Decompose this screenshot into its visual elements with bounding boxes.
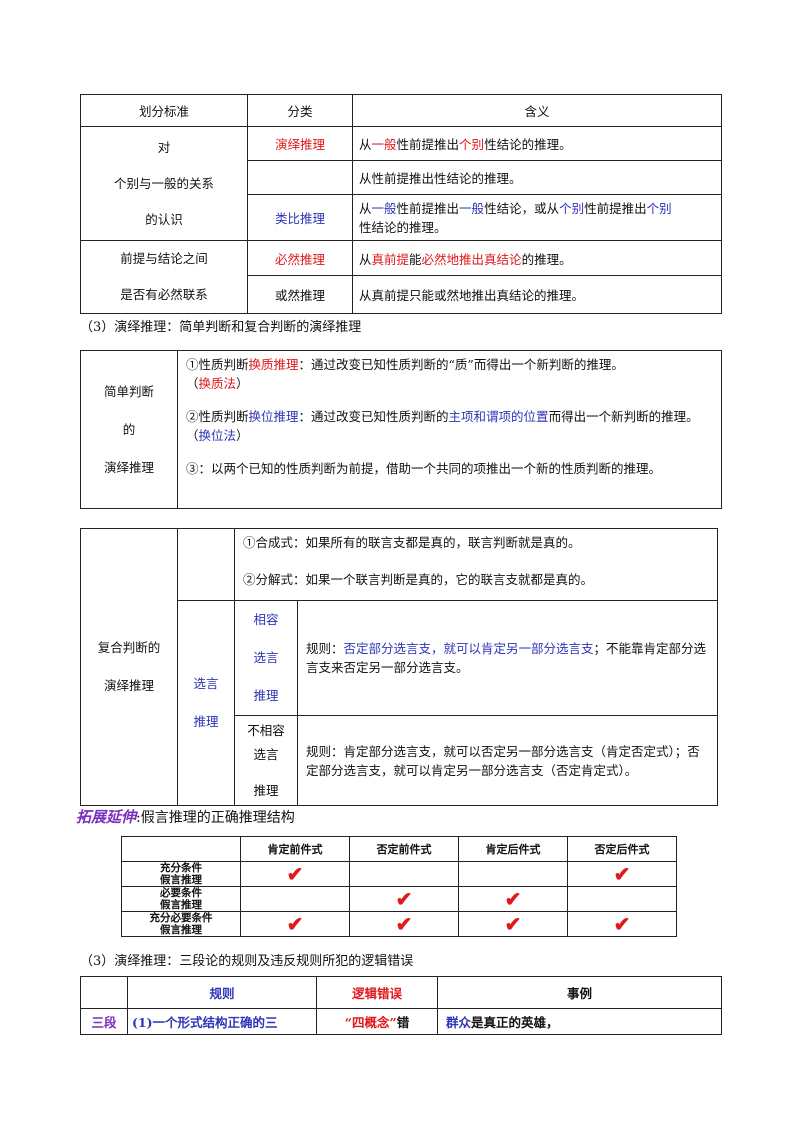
hyp-cell bbox=[458, 861, 568, 887]
hyp-cell bbox=[567, 886, 677, 912]
syl-header-example: 事例 bbox=[437, 976, 722, 1009]
hyp-cell: ✔ bbox=[458, 886, 568, 912]
header-category: 分类 bbox=[247, 94, 353, 127]
check-icon: ✔ bbox=[504, 887, 522, 911]
item-conversion: ②性质判断换位推理：通过改变已知性质判断的主项和谓项的位置而得出一个新判断的推理… bbox=[186, 409, 699, 443]
extension-heading: 拓展延伸:假言推理的正确推理结构 bbox=[76, 808, 295, 826]
hyp-cell: ✔ bbox=[240, 911, 350, 937]
extension-title: 假言推理的正确推理结构 bbox=[140, 810, 295, 826]
hyp-row-label: 充分条件假言推理 bbox=[121, 861, 241, 887]
incompatible-rule: 规则：肯定部分选言支，就可以否定另一部分选言支（肯定否定式）；否定部分选言支，就… bbox=[297, 715, 718, 806]
meaning-inductive: 从性前提推出性结论的推理。 bbox=[352, 160, 722, 195]
check-icon: ✔ bbox=[395, 912, 413, 936]
type-necessary: 必然推理 bbox=[247, 239, 353, 277]
syllogism-rules-table: 规则 逻辑错误 事例 三段 (1)一个形式结构正确的三 “四概念”错 群众是真正… bbox=[80, 976, 722, 1035]
hyp-cell: ✔ bbox=[240, 861, 350, 887]
syl-row-error: “四概念”错 bbox=[316, 1008, 438, 1035]
type-probable: 或然推理 bbox=[247, 275, 353, 314]
hyp-cell: ✔ bbox=[567, 911, 677, 937]
syl-header-rule: 规则 bbox=[127, 976, 317, 1009]
check-icon: ✔ bbox=[395, 887, 413, 911]
compatible-label: 相容 选言 推理 bbox=[234, 600, 298, 716]
hyp-cell: ✔ bbox=[458, 911, 568, 937]
hyp-row-label: 充分必要条件假言推理 bbox=[121, 911, 241, 937]
type-deductive: 演绎推理 bbox=[247, 126, 353, 161]
section-title-syllogism: （3）演绎推理：三段论的规则及违反规则所犯的逻辑错误 bbox=[80, 954, 414, 969]
meaning-probable: 从真前提只能或然地推出真结论的推理。 bbox=[352, 275, 722, 314]
syl-header-empty bbox=[80, 976, 128, 1009]
check-icon: ✔ bbox=[286, 912, 304, 936]
check-icon: ✔ bbox=[504, 912, 522, 936]
disjunctive-label: 选言 推理 bbox=[177, 600, 235, 806]
hyp-header-deny-antecedent: 否定前件式 bbox=[349, 836, 459, 862]
hyp-cell: ✔ bbox=[349, 886, 459, 912]
syl-header-error: 逻辑错误 bbox=[316, 976, 438, 1009]
incompatible-label: 不相容 选言 推理 bbox=[234, 715, 298, 806]
classification-table: 划分标准 分类 含义 对 个别与一般的关系 的认识 演绎推理 从一般性前提推出个… bbox=[80, 94, 722, 314]
criterion-necessity: 前提与结论之间 是否有必然联系 bbox=[80, 240, 248, 314]
hyp-row-sufficient: 充分条件假言推理 ✔ ✔ bbox=[121, 861, 677, 887]
hyp-cell bbox=[349, 861, 459, 887]
type-empty bbox=[247, 160, 353, 195]
hypothetical-inference-table: 肯定前件式 否定前件式 肯定后件式 否定后件式 充分条件假言推理 ✔ ✔ 必要条… bbox=[121, 836, 677, 937]
meaning-analogy: 从一般性前提推出一般性结论，或从个别性前提推出个别性结论的推理。 bbox=[352, 194, 722, 241]
hyp-header-deny-consequent: 否定后件式 bbox=[567, 836, 677, 862]
section-title-simple-compound: （3）演绎推理：简单判断和复合判断的演绎推理 bbox=[80, 320, 362, 335]
extension-tag: 拓展延伸 bbox=[76, 808, 137, 826]
header-meaning: 含义 bbox=[352, 94, 722, 127]
simple-judgment-content: ①性质判断换质推理：通过改变已知性质判断的“质”而得出一个新判断的推理。 （换质… bbox=[177, 350, 722, 509]
meaning-necessary: 从真前提能必然地推出真结论的推理。 bbox=[352, 239, 722, 277]
check-icon: ✔ bbox=[286, 862, 304, 886]
type-analogy: 类比推理 bbox=[247, 194, 353, 241]
compound-judgment-label: 复合判断的 演绎推理 bbox=[80, 528, 178, 806]
compound-judgment-table: 复合判断的 演绎推理 ①合成式：如果所有的联言支都是真的，联言判断就是真的。 ②… bbox=[80, 528, 718, 806]
simple-judgment-table: 简单判断 的 演绎推理 ①性质判断换质推理：通过改变已知性质判断的“质”而得出一… bbox=[80, 350, 722, 509]
meaning-deductive: 从一般性前提推出个别性结论的推理。 bbox=[352, 126, 722, 161]
header-criterion: 划分标准 bbox=[80, 94, 248, 127]
conjunctive-rules: ①合成式：如果所有的联言支都是真的，联言判断就是真的。 ②分解式：如果一个联言判… bbox=[234, 528, 718, 601]
hyp-cell: ✔ bbox=[349, 911, 459, 937]
hyp-cell: ✔ bbox=[567, 861, 677, 887]
item-syllogism: ③：以两个已知的性质判断为前提，借助一个共同的项推出一个新的性质判断的推理。 bbox=[186, 461, 662, 476]
hyp-header-affirm-consequent: 肯定后件式 bbox=[458, 836, 568, 862]
check-icon: ✔ bbox=[613, 862, 631, 886]
hyp-header-empty bbox=[121, 836, 241, 862]
hyp-row-necessary: 必要条件假言推理 ✔ ✔ bbox=[121, 886, 677, 912]
compatible-rule: 规则：否定部分选言支，就可以肯定另一部分选言支；不能靠肯定部分选言支来否定另一部… bbox=[297, 600, 718, 716]
hyp-header-affirm-antecedent: 肯定前件式 bbox=[240, 836, 350, 862]
hyp-cell bbox=[240, 886, 350, 912]
hyp-row-sufficient-necessary: 充分必要条件假言推理 ✔ ✔ ✔ ✔ bbox=[121, 911, 677, 937]
criterion-individual-general: 对 个别与一般的关系 的认识 bbox=[80, 126, 248, 241]
check-icon: ✔ bbox=[613, 912, 631, 936]
syl-row-example: 群众是真正的英雄， bbox=[437, 1008, 722, 1035]
conjunctive-empty bbox=[177, 528, 235, 601]
simple-judgment-label: 简单判断 的 演绎推理 bbox=[80, 350, 178, 509]
syl-row-category: 三段 bbox=[80, 1008, 128, 1035]
hyp-row-label: 必要条件假言推理 bbox=[121, 886, 241, 912]
item-obversion: ①性质判断换质推理：通过改变已知性质判断的“质”而得出一个新判断的推理。 （换质… bbox=[186, 357, 624, 391]
syl-row-rule: (1)一个形式结构正确的三 bbox=[127, 1008, 317, 1035]
